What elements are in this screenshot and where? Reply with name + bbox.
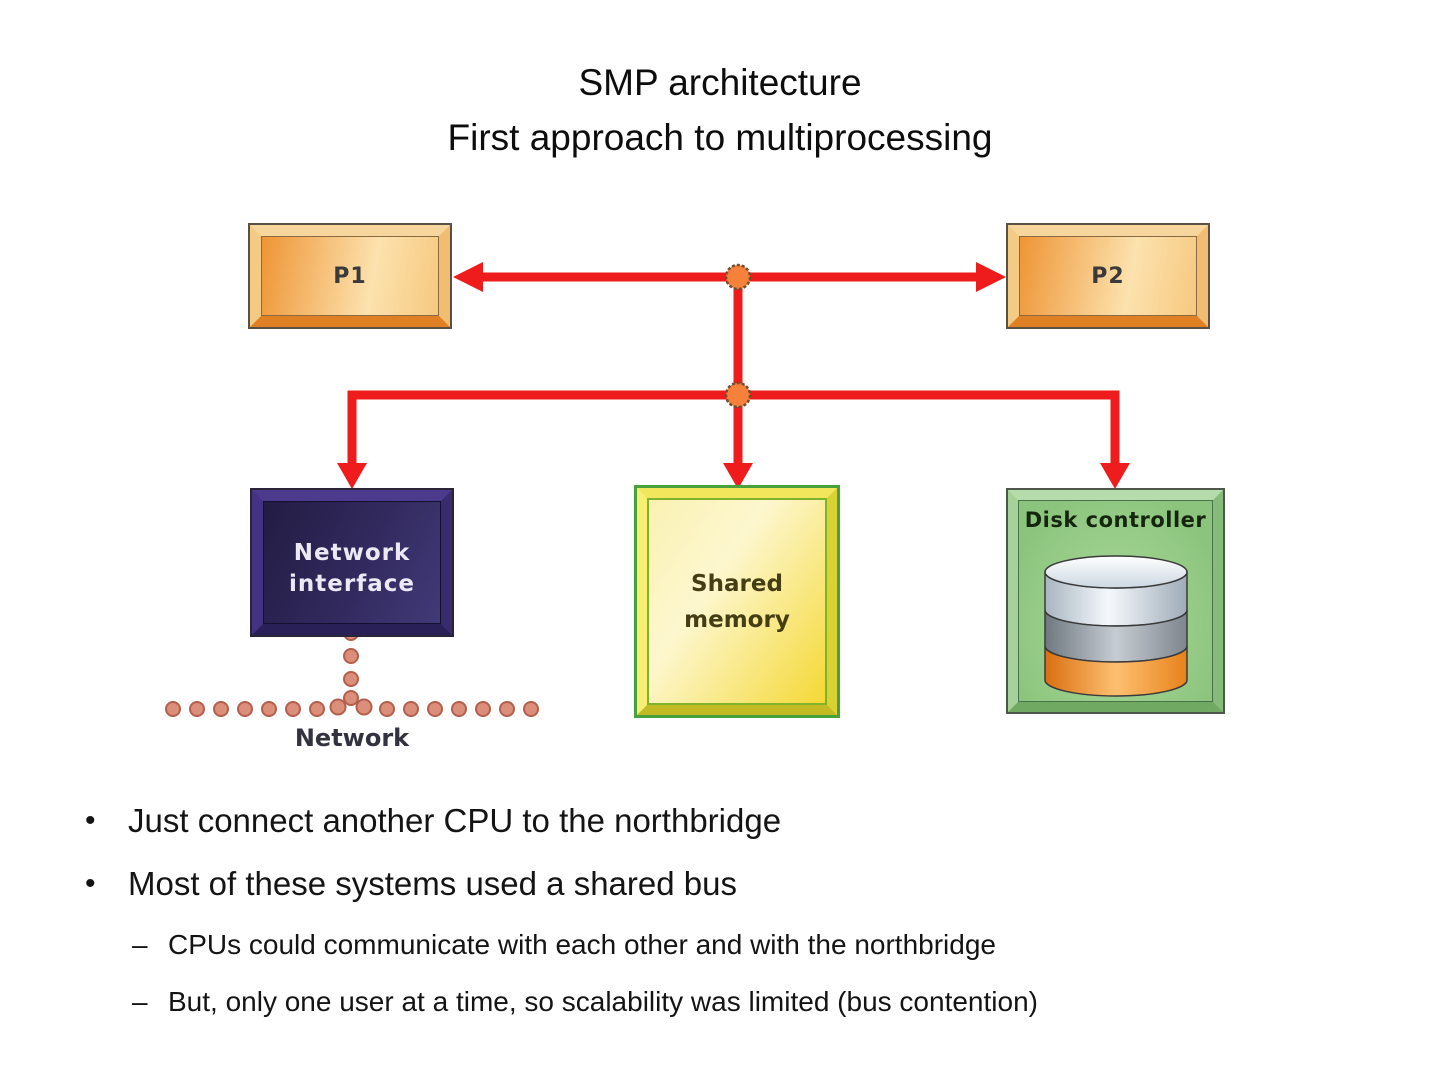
arrowhead-right-icon	[976, 262, 1006, 292]
bullet-text: CPUs could communicate with each other a…	[168, 929, 996, 960]
network-interface-box: Network interface	[250, 488, 454, 637]
bullet-item: • Most of these systems used a shared bu…	[85, 863, 1415, 904]
bullet-text: But, only one user at a time, so scalabi…	[168, 986, 1038, 1017]
processor-p1-box: P1	[248, 223, 452, 329]
network-label: Network	[294, 724, 410, 752]
arrowhead-left-icon	[453, 262, 483, 292]
bullet-marker: •	[85, 867, 96, 900]
junction-node-icon	[724, 263, 752, 291]
shared-memory-label-line2: memory	[684, 606, 790, 633]
processor-p2-label: P2	[1091, 263, 1125, 289]
disk-controller-label: Disk controller	[1024, 508, 1207, 532]
disk-cylinder-icon	[1043, 555, 1188, 697]
processor-p1-label: P1	[333, 263, 367, 289]
network-dotted-line	[165, 625, 539, 717]
bullet-marker: •	[85, 804, 96, 837]
bullet-text: Just connect another CPU to the northbri…	[128, 802, 782, 839]
bus-junction-nodes	[724, 263, 752, 409]
network-interface-label-line1: Network	[293, 539, 411, 566]
disk-controller-box: Disk controller	[1006, 488, 1225, 714]
bullet-marker: –	[132, 929, 148, 960]
slide-title: SMP architecture First approach to multi…	[0, 55, 1440, 165]
bullet-text: Most of these systems used a shared bus	[128, 865, 737, 902]
bullet-item: • Just connect another CPU to the northb…	[85, 800, 1415, 841]
bullet-marker: –	[132, 986, 148, 1017]
bullet-subitem: – But, only one user at a time, so scala…	[132, 983, 1415, 1020]
title-line-1: SMP architecture	[578, 62, 862, 103]
shared-memory-label-line1: Shared	[691, 570, 783, 597]
shared-memory-label: Shared memory	[684, 566, 790, 638]
title-line-2: First approach to multiprocessing	[447, 117, 993, 158]
arrowhead-down-icon	[1100, 463, 1130, 489]
junction-node-icon	[724, 381, 752, 409]
arrowhead-down-icon	[723, 463, 753, 489]
network-interface-label-line2: interface	[289, 570, 415, 597]
network-interface-label: Network interface	[289, 538, 415, 600]
bullet-list: • Just connect another CPU to the northb…	[85, 800, 1415, 1040]
bus-lines	[347, 272, 1120, 470]
processor-p2-box: P2	[1006, 223, 1210, 329]
shared-memory-box: Shared memory	[634, 485, 840, 718]
bullet-subitem: – CPUs could communicate with each other…	[132, 926, 1415, 963]
arrowhead-down-icon	[337, 463, 367, 489]
